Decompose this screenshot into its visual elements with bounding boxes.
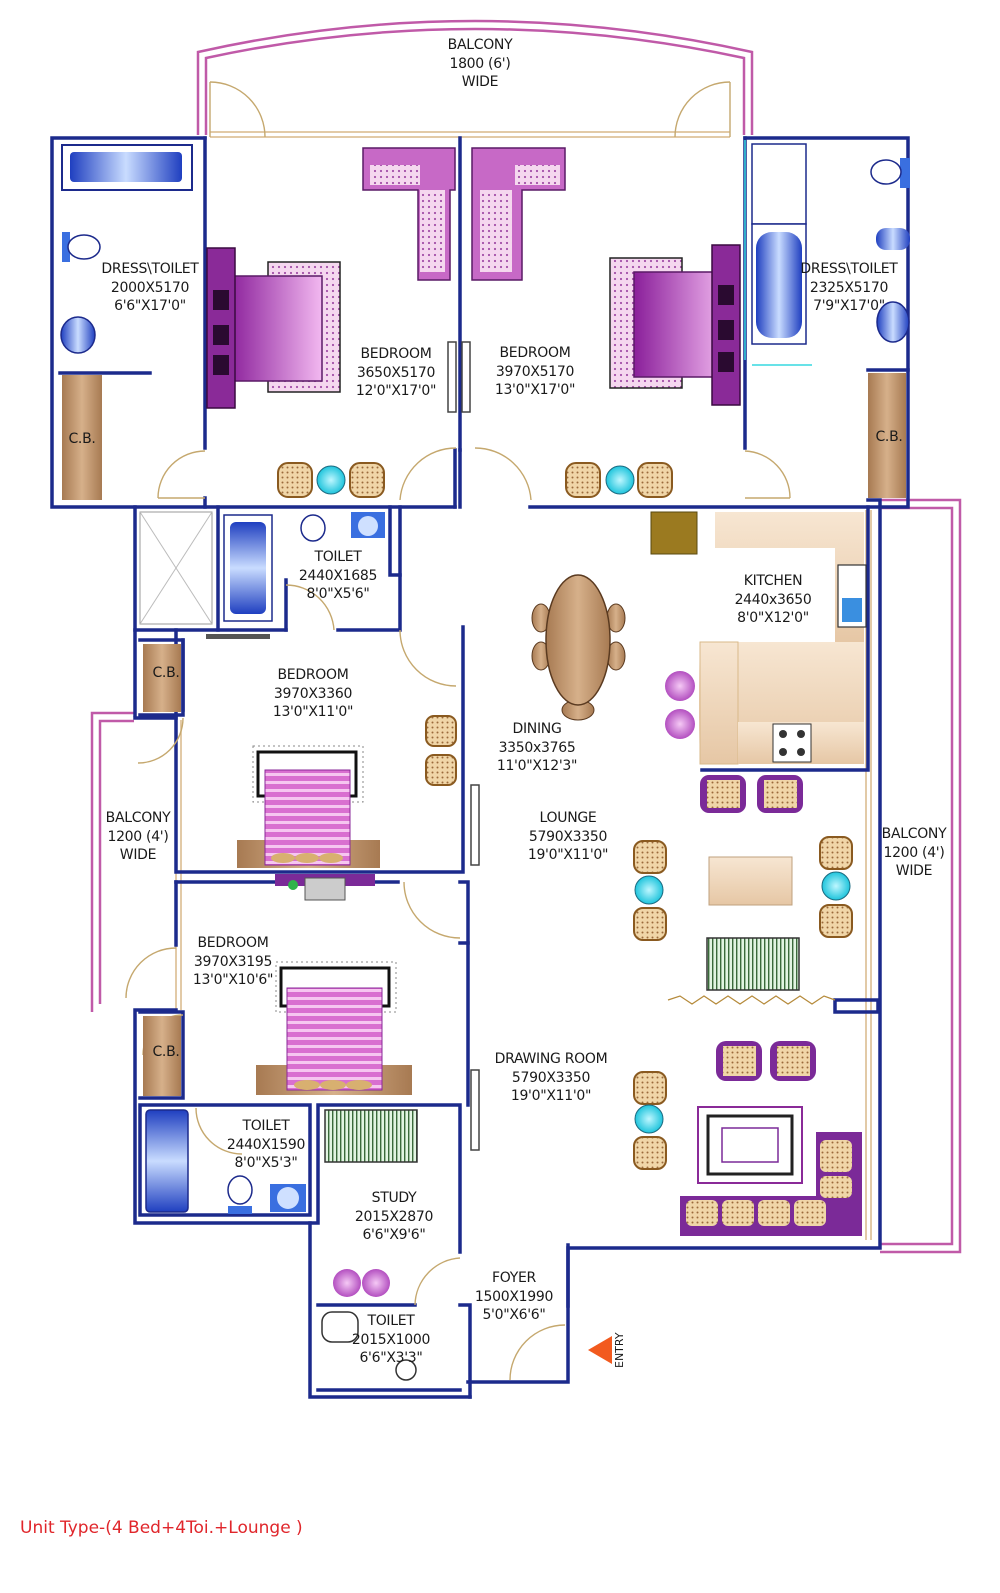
bedroom-2-furniture	[447, 147, 741, 413]
bedroom-4-furniture	[256, 961, 480, 1151]
kitchen-fixtures	[650, 511, 867, 765]
dress-toilet-left-fixtures	[60, 144, 193, 500]
door-swings	[125, 81, 791, 1381]
entry-arrow-icon	[588, 1336, 612, 1364]
lounge-furniture	[633, 775, 853, 1005]
toilet-3-fixtures	[321, 1311, 417, 1381]
dress-toilet-right-fixtures	[744, 140, 910, 498]
drawing-room-furniture	[633, 1041, 862, 1236]
toilet-2-fixtures	[145, 1109, 306, 1214]
bedroom-1-furniture	[206, 147, 456, 409]
unit-type-title: Unit Type-(4 Bed+4Toi.+Lounge )	[20, 1518, 303, 1538]
entry-label: ENTRY	[613, 1332, 626, 1368]
label-cb-4: C.B.	[152, 1044, 180, 1060]
bedroom-3-furniture	[237, 715, 480, 901]
label-cb-2: C.B.	[875, 429, 903, 445]
dining-furniture	[531, 574, 626, 721]
balcony-rails	[90, 19, 962, 1254]
top-seating	[277, 462, 673, 498]
toilet-1-fixtures	[139, 511, 385, 639]
study-furniture	[324, 1109, 418, 1297]
label-cb-1: C.B.	[68, 431, 96, 447]
label-cb-3: C.B.	[152, 665, 180, 681]
cupboards	[143, 644, 181, 1096]
